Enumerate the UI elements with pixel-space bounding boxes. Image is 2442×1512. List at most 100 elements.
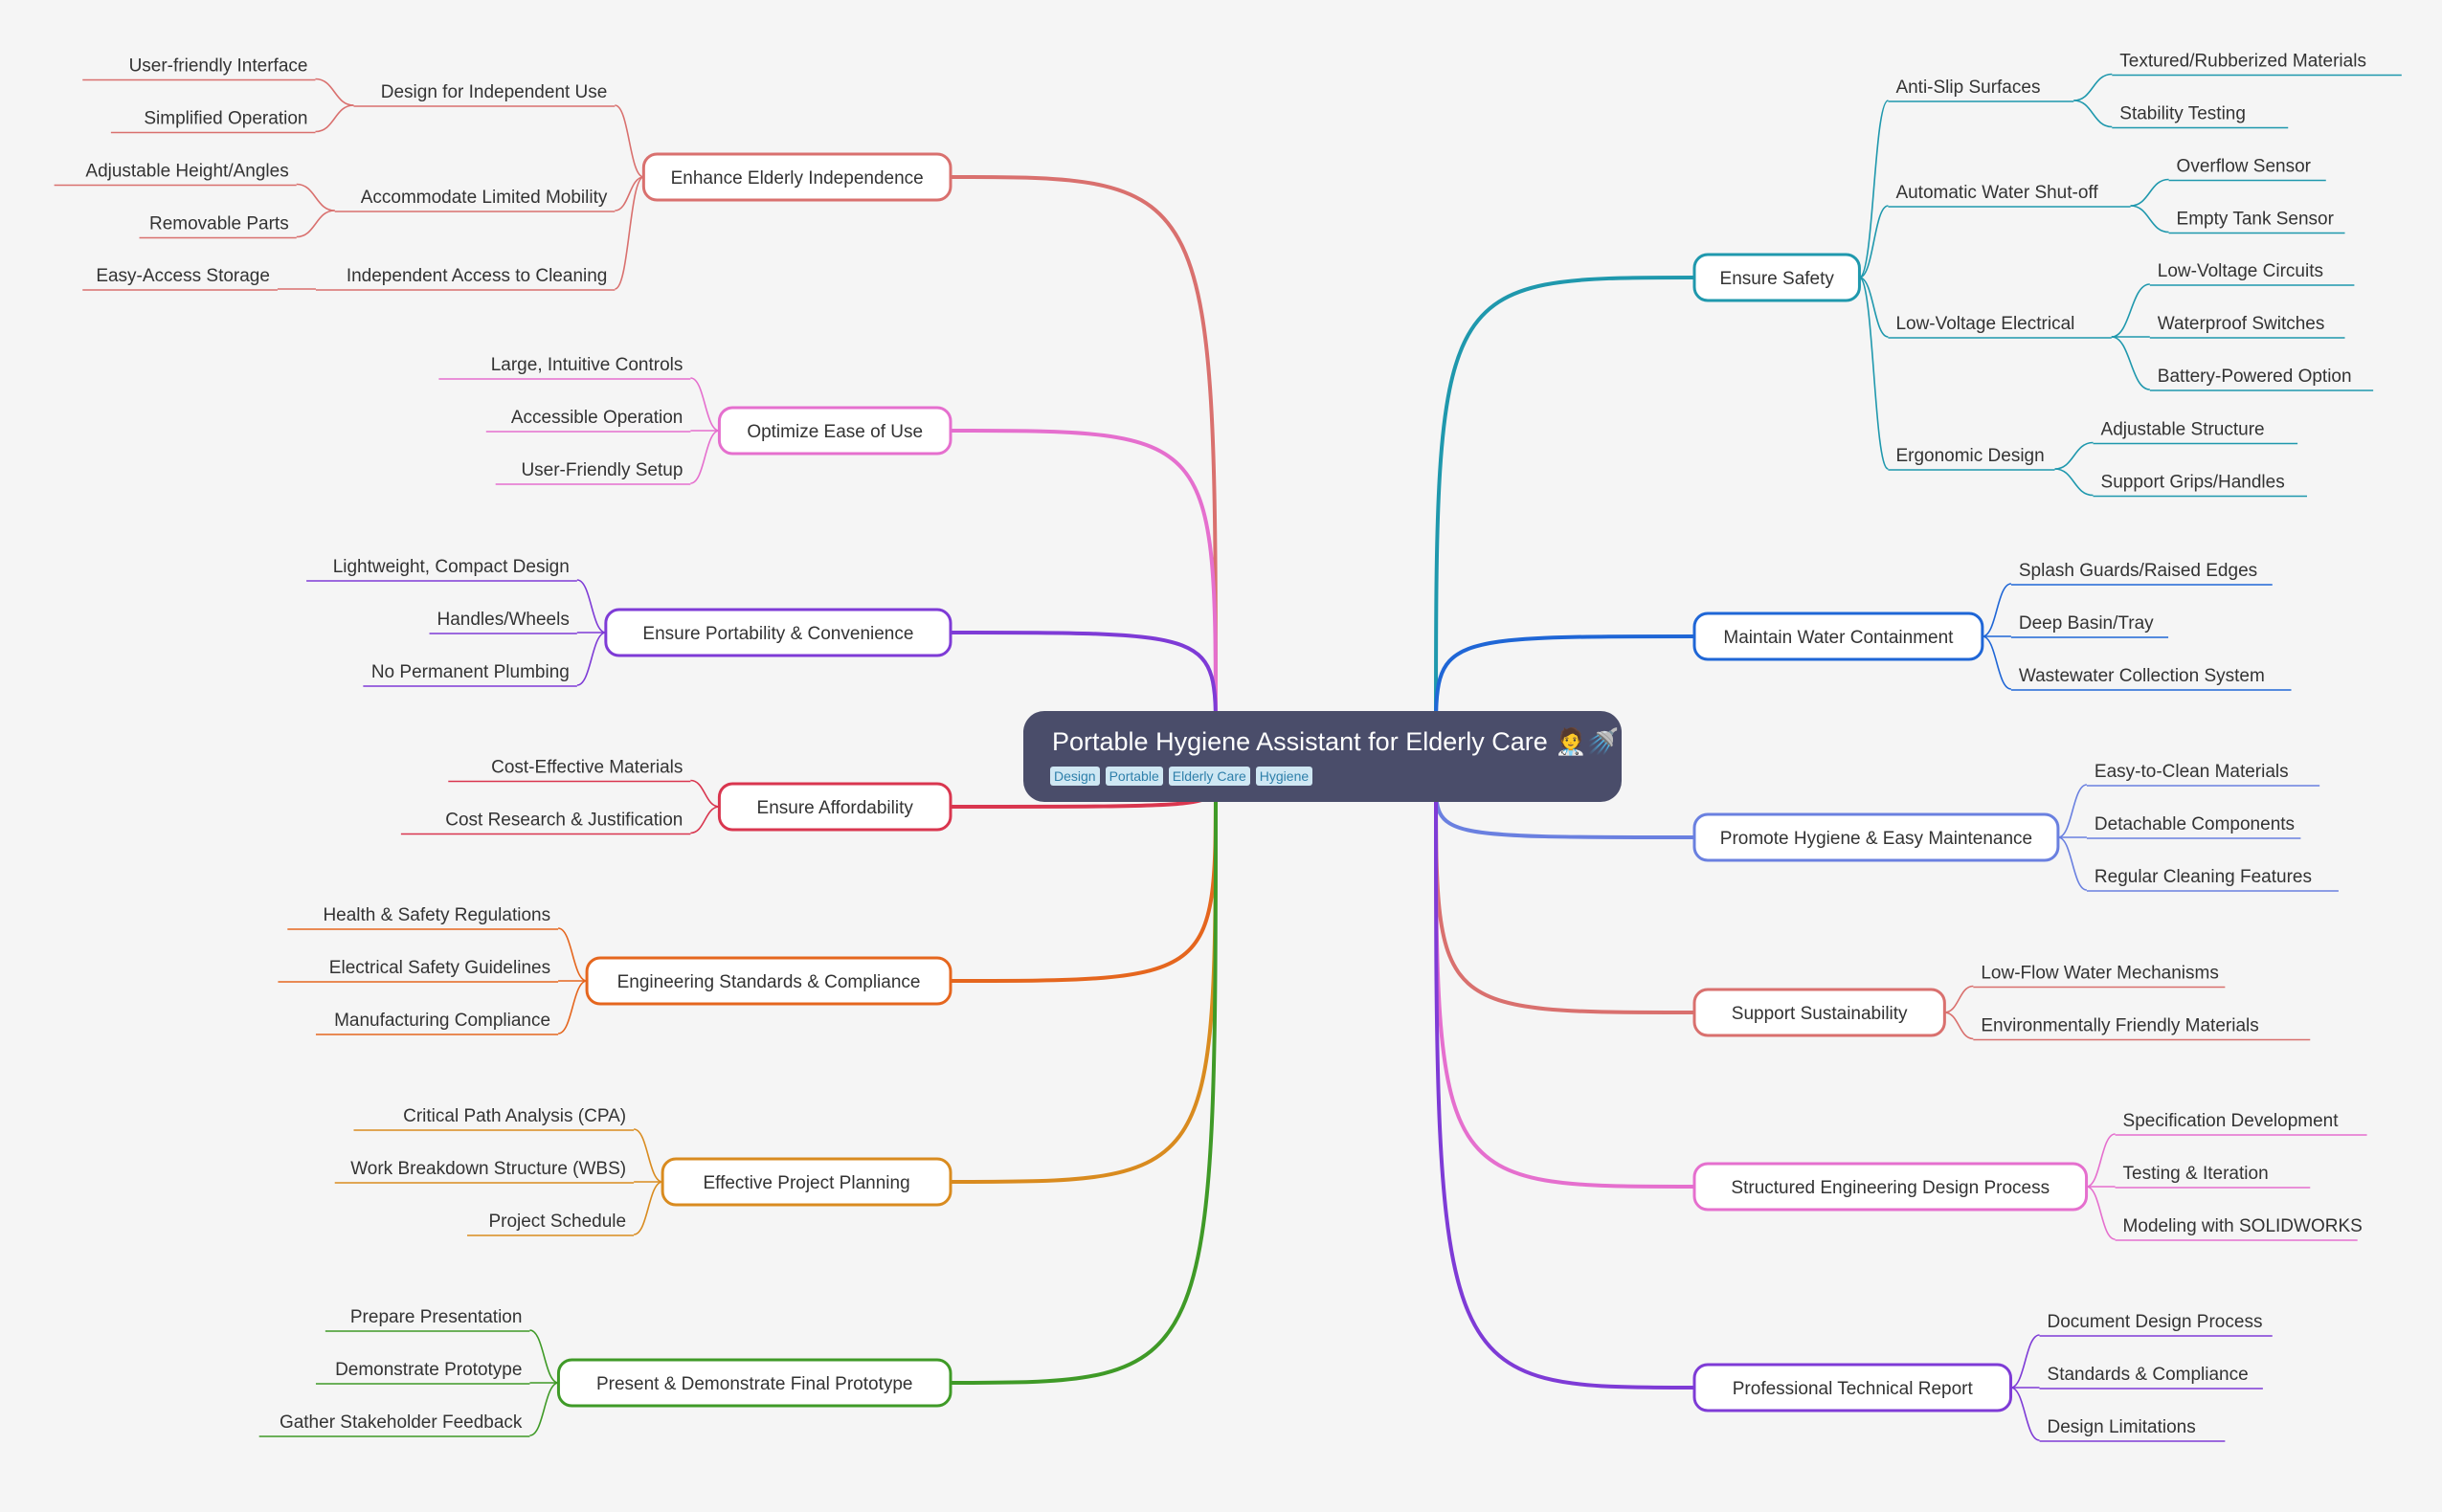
- leaf-testing-iteration[interactable]: Testing & Iteration: [2123, 1164, 2269, 1184]
- leaf-user-friendly-interface[interactable]: User-friendly Interface: [129, 56, 308, 77]
- connector-line: [633, 1181, 663, 1235]
- leaf-textured-rubberized-materials[interactable]: Textured/Rubberized Materials: [2119, 52, 2366, 72]
- branch-connector: [1434, 779, 1695, 1189]
- leaf-user-friendly-setup[interactable]: User-Friendly Setup: [521, 460, 683, 480]
- leaf-deep-basin-tray[interactable]: Deep Basin/Tray: [2019, 613, 2154, 634]
- leaf-empty-tank-sensor[interactable]: Empty Tank Sensor: [2177, 210, 2335, 230]
- connector-line: [2057, 784, 2088, 838]
- leaf-anti-slip-surfaces[interactable]: Anti-Slip Surfaces: [1895, 78, 2040, 98]
- branch-ensure-affordability[interactable]: Ensure Affordability: [717, 782, 952, 832]
- branch-connector: [1434, 779, 1695, 1390]
- branch-professional-technical-report[interactable]: Professional Technical Report: [1692, 1363, 2013, 1412]
- root-node[interactable]: Portable Hygiene Assistant for Elderly C…: [1023, 711, 1622, 802]
- leaf-handles-wheels[interactable]: Handles/Wheels: [437, 610, 569, 630]
- tag-portable[interactable]: Portable: [1105, 767, 1163, 786]
- connector-line: [1944, 985, 1974, 1013]
- leaf-ergonomic-design[interactable]: Ergonomic Design: [1895, 446, 2044, 466]
- branch-label: Maintain Water Containment: [1723, 628, 1954, 648]
- branch-box: [1692, 812, 2060, 862]
- leaf-accommodate-limited-mobility[interactable]: Accommodate Limited Mobility: [361, 188, 608, 208]
- connector-line: [2111, 283, 2150, 338]
- branch-effective-project-planning[interactable]: Effective Project Planning: [661, 1157, 952, 1207]
- connector-line: [1858, 100, 1890, 278]
- leaf-detachable-components[interactable]: Detachable Components: [2095, 814, 2295, 834]
- branch-present-demonstrate-final-prototype[interactable]: Present & Demonstrate Final Prototype: [556, 1358, 952, 1408]
- leaf-standards-compliance[interactable]: Standards & Compliance: [2048, 1365, 2249, 1385]
- connector-line: [315, 78, 354, 106]
- leaf-no-permanent-plumbing[interactable]: No Permanent Plumbing: [371, 662, 570, 682]
- leaf-cost-effective-materials[interactable]: Cost-Effective Materials: [491, 758, 683, 778]
- leaf-electrical-safety-guidelines[interactable]: Electrical Safety Guidelines: [329, 958, 550, 978]
- leaf-prepare-presentation[interactable]: Prepare Presentation: [350, 1307, 523, 1327]
- connector-line: [2111, 336, 2150, 390]
- connector-line: [1859, 205, 1889, 278]
- branch-ensure-portability-convenience[interactable]: Ensure Portability & Convenience: [604, 608, 952, 657]
- leaf-low-flow-water-mechanisms[interactable]: Low-Flow Water Mechanisms: [1981, 964, 2218, 984]
- branch-connector: [950, 779, 1218, 983]
- connector-line: [576, 579, 607, 634]
- leaf-overflow-sensor[interactable]: Overflow Sensor: [2177, 157, 2312, 177]
- connector-line: [1858, 277, 1890, 470]
- leaf-critical-path-analysis-cpa[interactable]: Critical Path Analysis (CPA): [403, 1106, 626, 1126]
- tag-elderly-care[interactable]: Elderly Care: [1168, 767, 1250, 786]
- leaf-document-design-process[interactable]: Document Design Process: [2048, 1312, 2263, 1332]
- leaf-adjustable-structure[interactable]: Adjustable Structure: [2101, 420, 2265, 440]
- leaf-easy-to-clean-materials[interactable]: Easy-to-Clean Materials: [2095, 762, 2289, 782]
- connector-line: [296, 210, 335, 238]
- leaf-design-limitations[interactable]: Design Limitations: [2048, 1417, 2196, 1437]
- leaf-adjustable-height-angles[interactable]: Adjustable Height/Angles: [85, 162, 288, 182]
- leaf-support-grips-handles[interactable]: Support Grips/Handles: [2101, 473, 2285, 493]
- leaf-accessible-operation[interactable]: Accessible Operation: [511, 408, 683, 428]
- leaf-independent-access-to-cleaning[interactable]: Independent Access to Cleaning: [347, 266, 608, 286]
- connector-line: [1859, 277, 1889, 338]
- leaf-project-schedule[interactable]: Project Schedule: [488, 1212, 626, 1232]
- branch-enhance-elderly-independence[interactable]: Enhance Elderly Independence: [641, 152, 952, 202]
- leaf-splash-guards-raised-edges[interactable]: Splash Guards/Raised Edges: [2019, 561, 2257, 581]
- leaf-battery-powered-option[interactable]: Battery-Powered Option: [2158, 367, 2352, 387]
- connector-line: [1982, 635, 2012, 690]
- leaf-gather-stakeholder-feedback[interactable]: Gather Stakeholder Feedback: [280, 1412, 523, 1433]
- tag-design[interactable]: Design: [1050, 767, 1100, 786]
- connector-line: [529, 1329, 559, 1384]
- root-tags: Design Portable Elderly Care Hygiene: [1050, 767, 1593, 786]
- branch-box: [1692, 1363, 2013, 1412]
- leaf-environmentally-friendly-materials[interactable]: Environmentally Friendly Materials: [1981, 1016, 2258, 1036]
- leaf-removable-parts[interactable]: Removable Parts: [149, 214, 289, 234]
- branch-connector: [1434, 276, 1695, 738]
- leaf-low-voltage-circuits[interactable]: Low-Voltage Circuits: [2158, 261, 2323, 281]
- leaf-modeling-with-solidworks[interactable]: Modeling with SOLIDWORKS: [2123, 1216, 2363, 1236]
- leaf-work-breakdown-structure-wbs[interactable]: Work Breakdown Structure (WBS): [350, 1159, 626, 1179]
- leaf-easy-access-storage[interactable]: Easy-Access Storage: [96, 266, 270, 286]
- leaf-health-safety-regulations[interactable]: Health & Safety Regulations: [323, 905, 550, 925]
- connector-line: [529, 1382, 559, 1436]
- branch-structured-engineering-design-process[interactable]: Structured Engineering Design Process: [1692, 1162, 2089, 1212]
- connector-line: [2073, 100, 2113, 128]
- connector-line: [2054, 441, 2094, 470]
- branch-promote-hygiene-easy-maintenance[interactable]: Promote Hygiene & Easy Maintenance: [1692, 812, 2060, 862]
- leaf-waterproof-switches[interactable]: Waterproof Switches: [2158, 314, 2325, 334]
- connector-line: [633, 1128, 663, 1183]
- leaf-simplified-operation[interactable]: Simplified Operation: [144, 109, 307, 129]
- leaf-stability-testing[interactable]: Stability Testing: [2119, 104, 2246, 124]
- connector-line: [1982, 583, 2012, 637]
- branch-support-sustainability[interactable]: Support Sustainability: [1692, 988, 1946, 1037]
- connector-line: [690, 377, 720, 432]
- leaf-large-intuitive-controls[interactable]: Large, Intuitive Controls: [491, 355, 683, 375]
- leaf-lightweight-compact-design[interactable]: Lightweight, Compact Design: [333, 557, 570, 577]
- leaf-specification-development[interactable]: Specification Development: [2123, 1111, 2340, 1131]
- connector-line: [2073, 73, 2113, 101]
- leaf-design-for-independent-use[interactable]: Design for Independent Use: [381, 82, 608, 102]
- branch-optimize-ease-of-use[interactable]: Optimize Ease of Use: [717, 406, 952, 456]
- leaf-low-voltage-electrical[interactable]: Low-Voltage Electrical: [1895, 314, 2074, 334]
- connector-line: [615, 104, 644, 178]
- tag-hygiene[interactable]: Hygiene: [1255, 767, 1313, 786]
- branch-maintain-water-containment[interactable]: Maintain Water Containment: [1692, 611, 1984, 661]
- leaf-manufacturing-compliance[interactable]: Manufacturing Compliance: [334, 1011, 550, 1031]
- leaf-cost-research-justification[interactable]: Cost Research & Justification: [445, 811, 683, 831]
- leaf-wastewater-collection-system[interactable]: Wastewater Collection System: [2019, 666, 2265, 686]
- leaf-regular-cleaning-features[interactable]: Regular Cleaning Features: [2095, 867, 2312, 887]
- branch-engineering-standards-compliance[interactable]: Engineering Standards & Compliance: [585, 956, 952, 1006]
- branch-ensure-safety[interactable]: Ensure Safety: [1692, 253, 1861, 302]
- leaf-automatic-water-shut-off[interactable]: Automatic Water Shut-off: [1895, 183, 2098, 203]
- leaf-demonstrate-prototype[interactable]: Demonstrate Prototype: [335, 1360, 522, 1380]
